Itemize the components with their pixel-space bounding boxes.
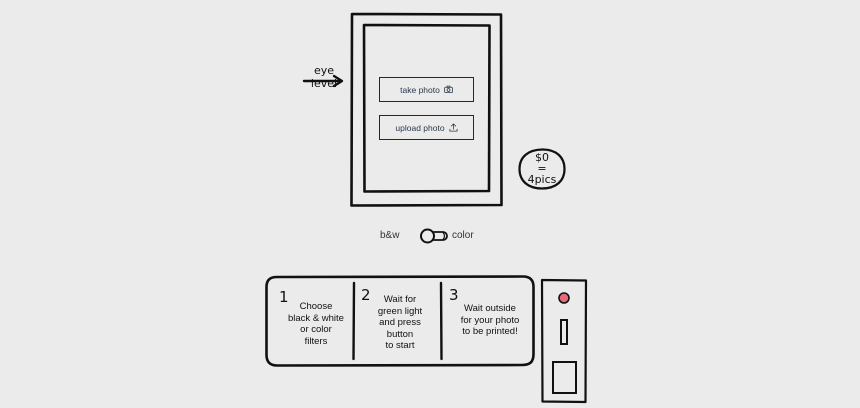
take-photo-label: take photo: [400, 84, 440, 95]
camera-icon: [444, 85, 453, 94]
steps-panel: [265, 275, 535, 367]
eye-level-arrow-icon: [302, 74, 344, 88]
price-text: $0 = 4pics: [518, 152, 566, 185]
step-2-line: and press: [379, 317, 421, 328]
price-count: 4pics: [527, 173, 557, 186]
status-light-icon: [558, 292, 570, 304]
print-slot-icon: [560, 319, 568, 345]
upload-photo-label: upload photo: [395, 122, 445, 133]
step-3-line: to be printed!: [462, 326, 518, 337]
price-amount: $0: [535, 151, 549, 164]
step-3-line: Wait outside: [464, 303, 516, 314]
step-1-number: 1: [279, 288, 289, 306]
step-2-text: Wait for green light and press button to…: [363, 294, 437, 352]
step-1-line: black & white: [288, 312, 344, 324]
step-2-number: 2: [361, 286, 371, 304]
upload-photo-button[interactable]: upload photo: [379, 115, 474, 140]
eye-level-line1: eye: [313, 64, 335, 77]
step-3-line: for your photo: [460, 314, 520, 326]
photo-printer: [540, 278, 588, 404]
photo-output-tray: [552, 361, 577, 394]
step-1-line: Choose: [299, 301, 333, 312]
bw-filter-label: b&w: [380, 230, 400, 241]
step-2-line: green light: [377, 305, 423, 317]
step-1-line: or color: [300, 324, 332, 335]
booth-screen-frame: [350, 12, 503, 207]
step-1-text: Choose black & white or color filters: [279, 301, 353, 347]
step-1-line: filters: [304, 335, 328, 347]
price-equals: =: [537, 162, 547, 175]
step-2-line: to start: [385, 340, 415, 351]
step-2-line: button: [386, 328, 414, 340]
step-3-number: 3: [449, 286, 459, 304]
take-photo-button[interactable]: take photo: [379, 77, 474, 102]
step-2-line: Wait for: [383, 294, 417, 305]
step-3-text: Wait outside for your photo to be printe…: [451, 303, 529, 338]
filter-toggle[interactable]: [419, 227, 449, 245]
upload-icon: [449, 123, 458, 132]
price-bubble: [518, 148, 566, 190]
color-filter-label: color: [452, 230, 474, 241]
